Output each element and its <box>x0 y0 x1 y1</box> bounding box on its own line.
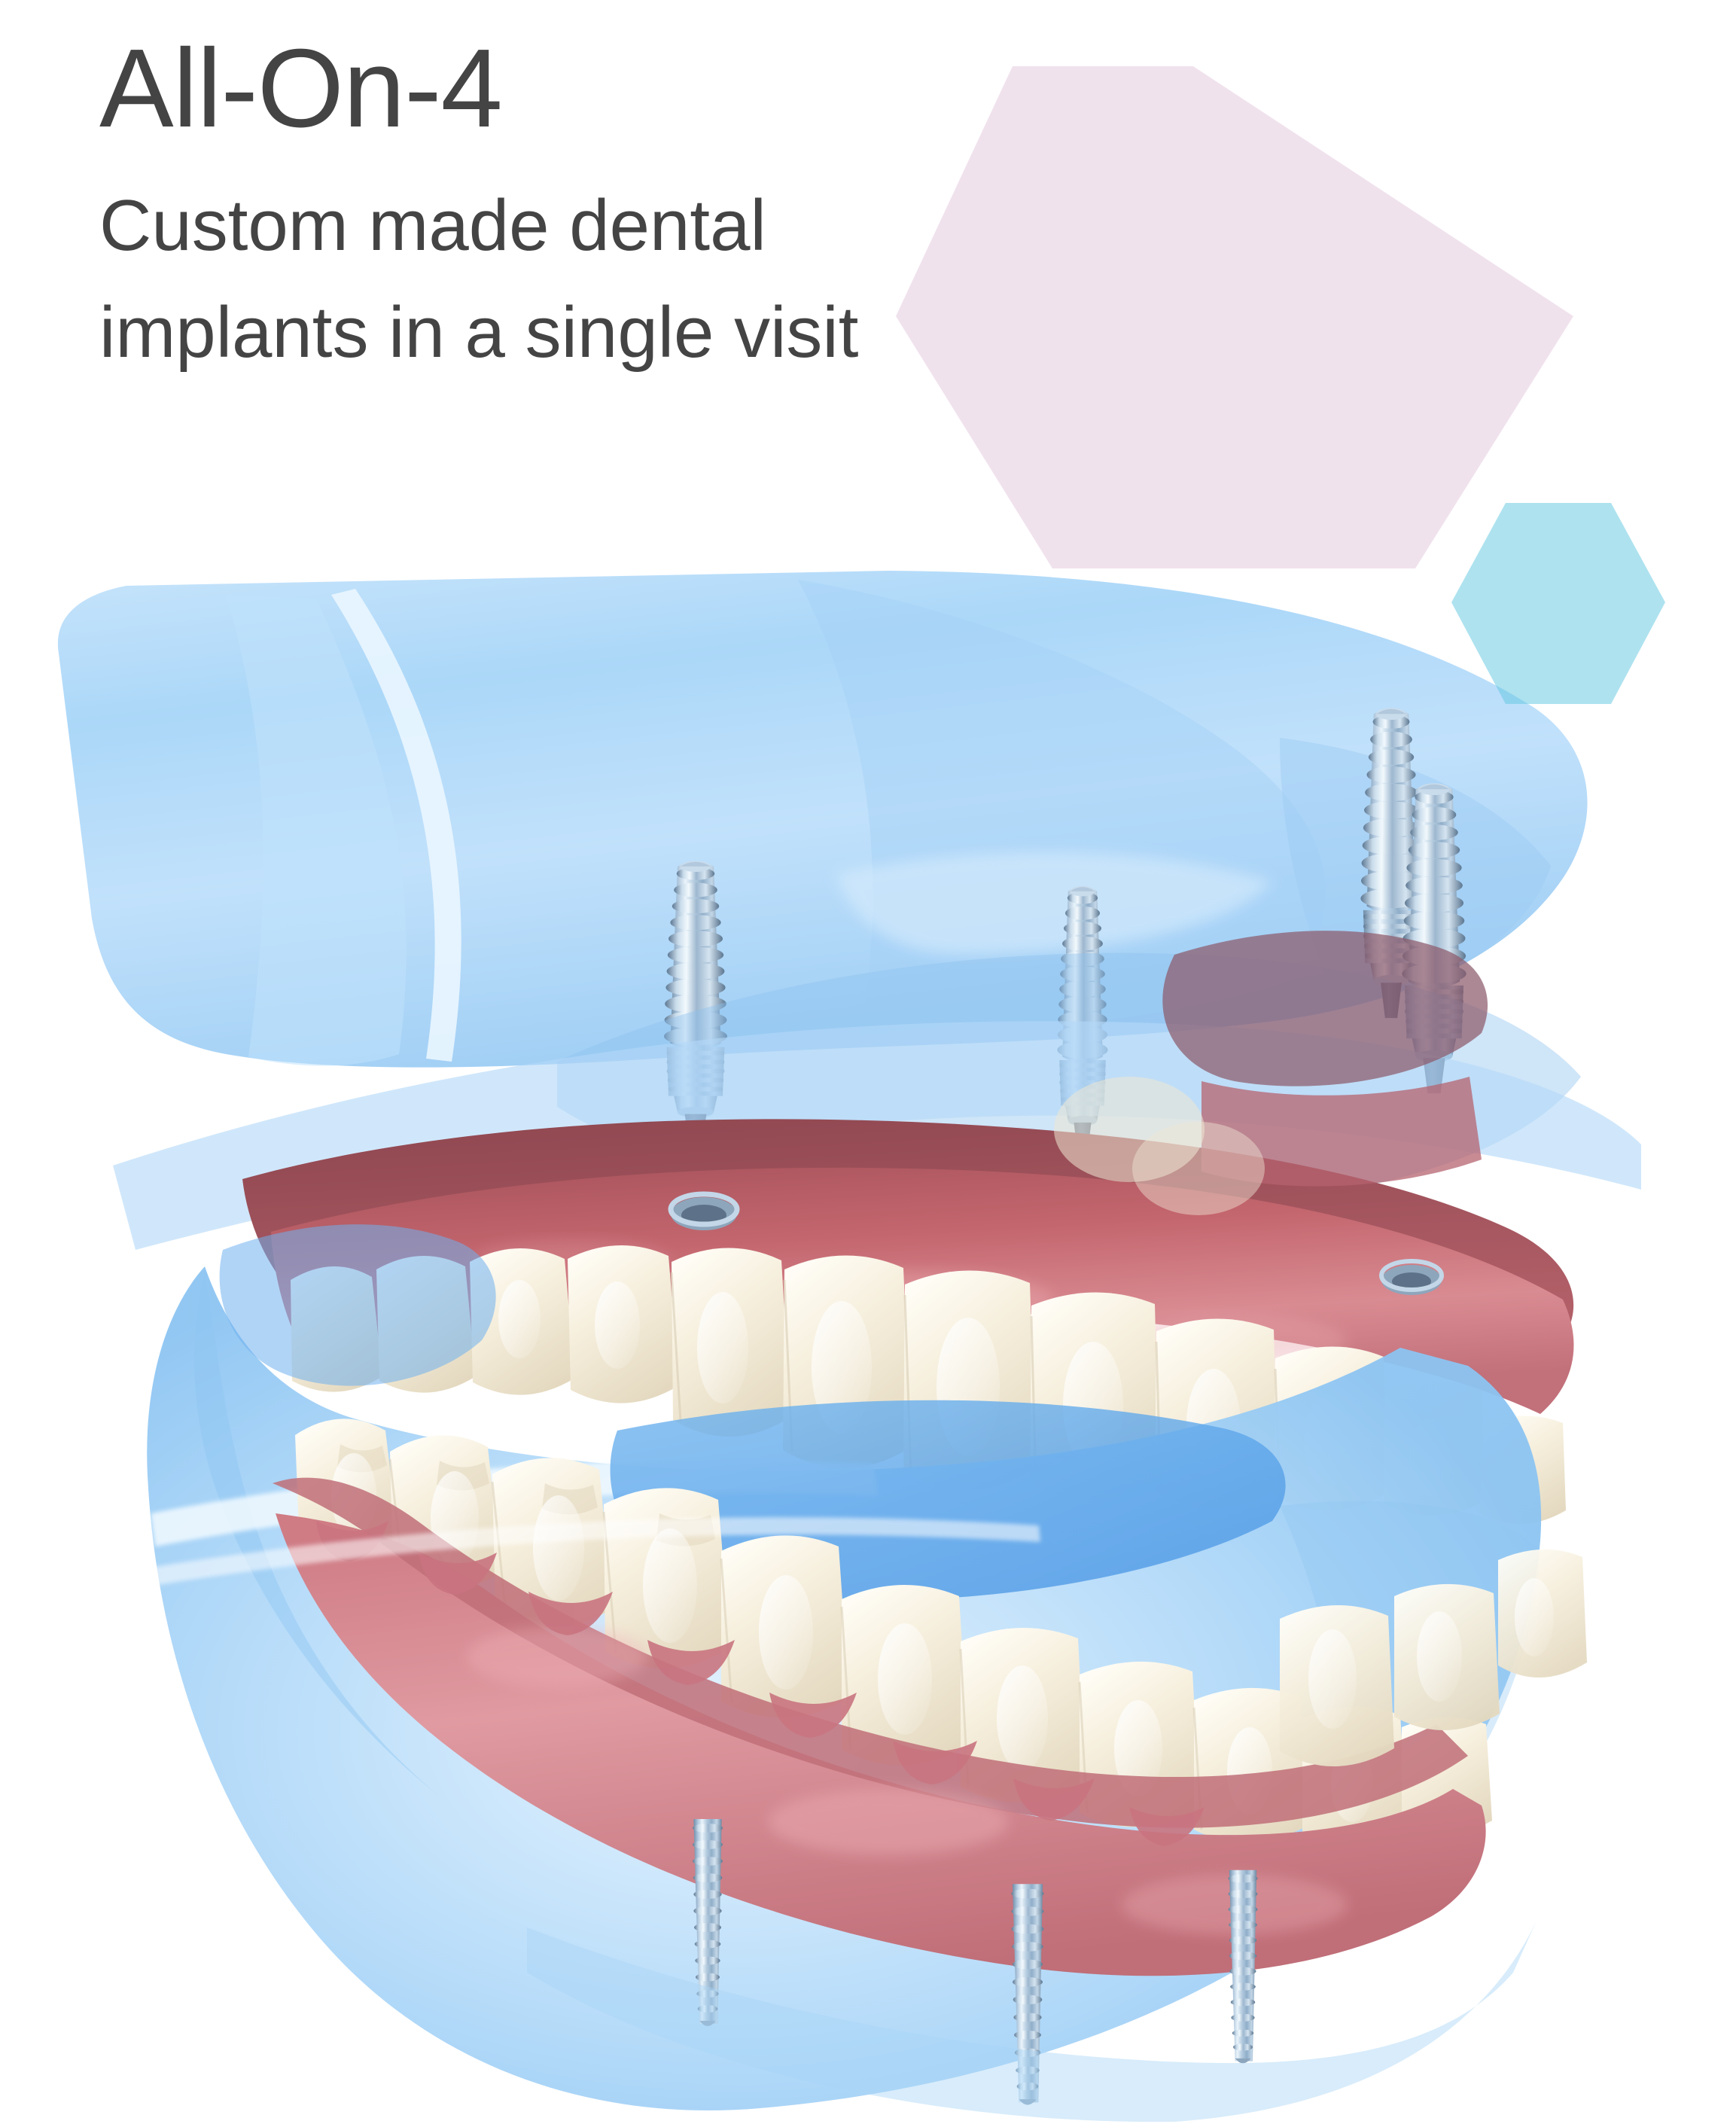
denture-screw-hole-left <box>668 1191 740 1230</box>
pink-hexagon <box>896 66 1573 568</box>
teal-hexagon <box>1451 503 1665 704</box>
upper-right-gum-wedge <box>1054 931 1488 1215</box>
lower-front-teeth-foreground <box>1280 1549 1587 1767</box>
lower-bone-lobe <box>219 1224 496 1386</box>
lower-denture <box>273 1419 1492 1976</box>
lower-gum <box>276 1513 1486 1976</box>
denture-screw-hole-right <box>1379 1259 1444 1295</box>
